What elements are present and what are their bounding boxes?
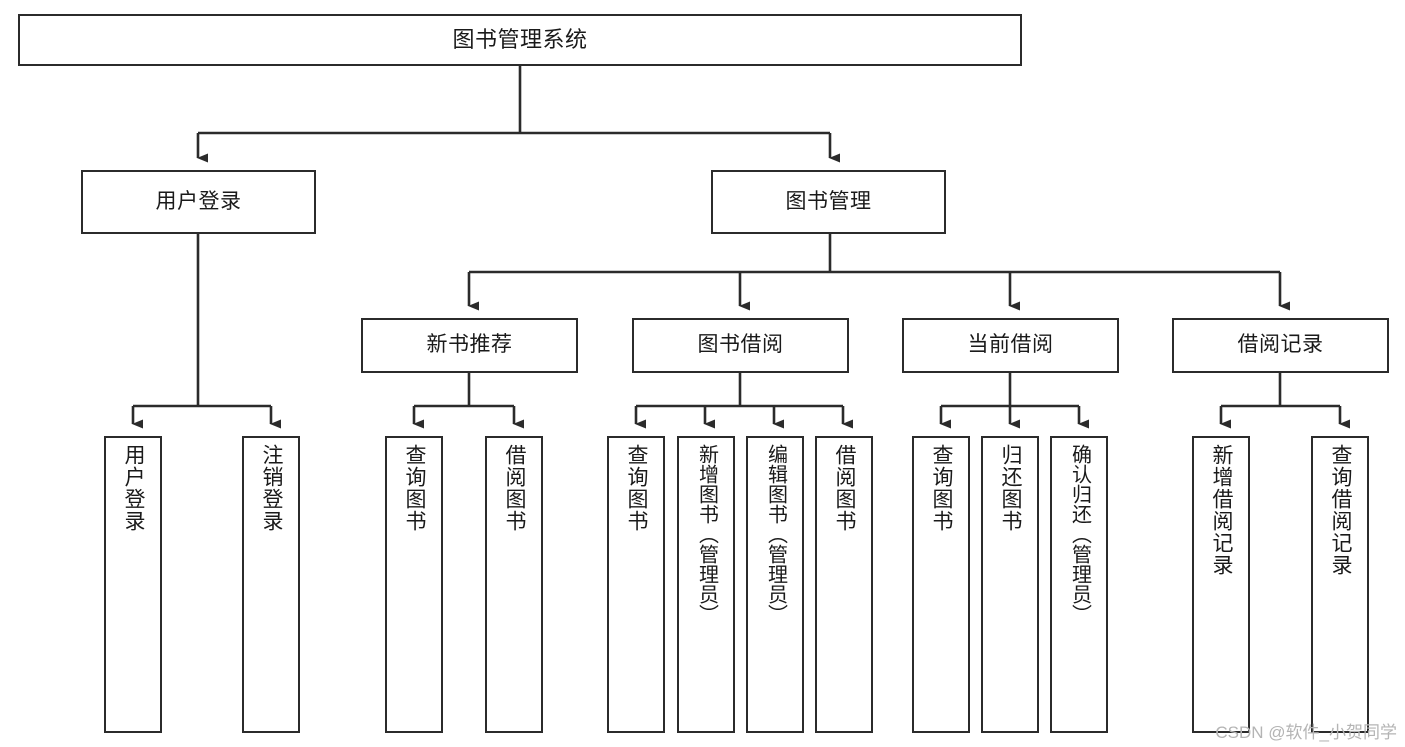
leaf-current-return-book[interactable]: 归还图书: [981, 436, 1039, 733]
leaf-current-query-book[interactable]: 查询图书: [912, 436, 970, 733]
node-label: 归还图书: [999, 444, 1023, 532]
node-label: 查询借阅记录: [1329, 444, 1353, 576]
node-current-borrow[interactable]: 当前借阅: [902, 318, 1119, 373]
leaf-record-query-record[interactable]: 查询借阅记录: [1311, 436, 1369, 733]
leaf-new-book-borrow-book[interactable]: 借阅图书: [485, 436, 543, 733]
node-root-book-system[interactable]: 图书管理系统: [18, 14, 1022, 66]
leaf-borrow-edit-book-admin[interactable]: 编辑图书（管理员）: [746, 436, 804, 733]
leaf-record-add-record[interactable]: 新增借阅记录: [1192, 436, 1250, 733]
node-borrow-record[interactable]: 借阅记录: [1172, 318, 1389, 373]
node-label: 用户登录: [122, 444, 146, 532]
node-label: 查询图书: [930, 444, 954, 532]
node-label: 当前借阅: [967, 333, 1054, 357]
node-book-management[interactable]: 图书管理: [711, 170, 946, 234]
node-label: 新书推荐: [426, 333, 513, 357]
node-label: 用户登录: [155, 189, 242, 213]
node-label: 注销登录: [260, 444, 284, 532]
leaf-borrow-borrow-book[interactable]: 借阅图书: [815, 436, 873, 733]
node-new-book-recommend[interactable]: 新书推荐: [361, 318, 578, 373]
leaf-borrow-add-book-admin[interactable]: 新增图书（管理员）: [677, 436, 735, 733]
leaf-user-login-signin[interactable]: 用户登录: [104, 436, 162, 733]
csdn-watermark: CSDN @软件_小贺同学: [1215, 723, 1397, 742]
node-book-borrow[interactable]: 图书借阅: [632, 318, 849, 373]
node-label: 借阅图书: [833, 444, 857, 532]
node-label: 查询图书: [625, 444, 649, 532]
node-user-login[interactable]: 用户登录: [81, 170, 316, 234]
leaf-new-book-query-book[interactable]: 查询图书: [385, 436, 443, 733]
leaf-user-login-signout[interactable]: 注销登录: [242, 436, 300, 733]
node-label: 借阅图书: [503, 444, 527, 532]
node-label: 图书管理系统: [452, 27, 588, 53]
leaf-borrow-query-book[interactable]: 查询图书: [607, 436, 665, 733]
node-label: 新增借阅记录: [1210, 444, 1234, 576]
node-label: 编辑图书（管理员）: [764, 444, 787, 624]
node-label: 查询图书: [403, 444, 427, 532]
node-label: 图书借阅: [697, 333, 784, 357]
node-label: 新增图书（管理员）: [695, 444, 718, 624]
node-label: 确认归还（管理员）: [1068, 444, 1091, 624]
node-label: 图书管理: [785, 189, 872, 213]
node-label: 借阅记录: [1237, 333, 1324, 357]
leaf-current-confirm-return-admin[interactable]: 确认归还（管理员）: [1050, 436, 1108, 733]
